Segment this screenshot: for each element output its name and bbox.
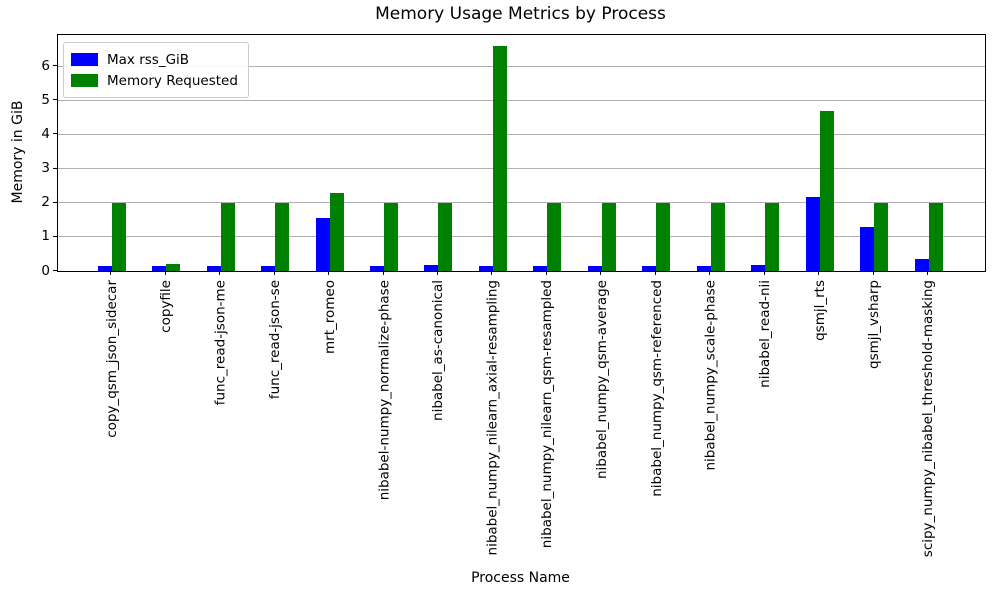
x-tick-mark [763, 271, 765, 275]
x-tick-label-text: nibabel_as-canonical [430, 280, 447, 421]
bar-memory-requested [220, 203, 235, 271]
x-tick-mark [600, 271, 602, 275]
x-tick-label-text: nibabel_numpy_scale-phase [702, 280, 719, 471]
bar-memory-requested [656, 203, 671, 271]
plot-area: Max rss_GiB Memory Requested [57, 34, 986, 272]
y-tick-mark [53, 167, 57, 169]
chart-title: Memory Usage Metrics by Process [375, 4, 666, 24]
x-tick-label-text: qsmjl_rts [811, 280, 828, 341]
y-tick-mark [53, 270, 57, 271]
x-tick-mark [164, 271, 166, 275]
y-tick-label: 3 [41, 160, 50, 177]
gridline [58, 65, 985, 67]
bar-max-rss [914, 259, 929, 271]
x-tick-mark [436, 271, 438, 275]
gridline [58, 99, 985, 101]
x-tick-mark [545, 271, 547, 275]
x-tick-mark [872, 271, 874, 275]
bar-max-rss [424, 265, 439, 271]
legend-item-max-rss: Max rss_GiB [71, 49, 238, 70]
x-tick-mark [219, 271, 221, 275]
bar-memory-requested [111, 203, 126, 271]
legend-swatch-memory-requested [71, 74, 98, 87]
y-tick-mark [53, 99, 57, 101]
bar-memory-requested [874, 203, 889, 271]
bar-max-rss [860, 226, 875, 271]
x-tick-label-text: nibabel_numpy_nilearn_qsm-resampled [539, 280, 556, 549]
x-tick-label-text: nibabel_numpy_qsm-referenced [648, 280, 665, 497]
x-tick-label-text: func_read-json-me [212, 280, 229, 406]
legend-item-memory-requested: Memory Requested [71, 70, 238, 91]
bar-max-rss [587, 266, 602, 271]
x-tick-label-text: nibabel-numpy_normalize-phase [376, 280, 392, 501]
x-tick-mark [382, 271, 384, 275]
bar-max-rss [152, 266, 167, 271]
legend-label-max-rss: Max rss_GiB [107, 51, 190, 68]
gridline [58, 133, 985, 135]
x-tick-label-text: nibabel_numpy_qsm-average [593, 280, 610, 479]
x-axis-label: Process Name [471, 570, 570, 586]
gridline [58, 202, 985, 204]
bar-memory-requested [710, 203, 725, 271]
y-tick-mark [53, 65, 57, 67]
gridline [58, 168, 985, 170]
x-tick-mark [110, 271, 112, 275]
gridline [58, 236, 985, 238]
bar-memory-requested [765, 203, 780, 271]
y-tick-mark [53, 133, 57, 135]
bar-max-rss [696, 266, 711, 271]
bar-max-rss [805, 197, 820, 271]
bar-max-rss [97, 266, 112, 271]
x-tick-label-text: nibabel_numpy_nilearn_axial-resampling [484, 280, 501, 556]
bar-max-rss [751, 265, 766, 271]
x-tick-label-text: qsmjl_vsharp [866, 280, 883, 369]
bar-memory-requested [547, 203, 562, 271]
x-tick-label-text: func_read-json-se [267, 280, 284, 400]
bar-memory-requested [384, 203, 398, 271]
bar-max-rss [315, 218, 330, 271]
bar-max-rss [478, 266, 493, 271]
x-tick-mark [654, 271, 656, 275]
y-tick-mark [53, 201, 57, 203]
y-tick-label: 1 [41, 228, 50, 245]
y-tick-mark [53, 235, 57, 237]
x-tick-mark [328, 271, 330, 275]
bar-memory-requested [438, 203, 453, 271]
bar-max-rss [370, 266, 384, 271]
y-tick-label: 4 [41, 125, 50, 142]
x-tick-label-text: scipy_numpy_nibabel_threshold-masking [920, 280, 937, 558]
legend: Max rss_GiB Memory Requested [63, 42, 249, 98]
bar-memory-requested [275, 203, 290, 271]
x-tick-mark [709, 271, 711, 275]
bar-max-rss [206, 266, 221, 271]
bar-max-rss [261, 266, 276, 271]
bar-max-rss [642, 266, 657, 271]
bar-memory-requested [928, 203, 943, 271]
bar-memory-requested [166, 264, 181, 271]
x-tick-label-text: mrt_romeo [321, 280, 338, 354]
legend-label-memory-requested: Memory Requested [107, 72, 238, 89]
y-tick-label: 0 [41, 262, 50, 279]
bar-memory-requested [329, 193, 344, 271]
x-tick-label-text: copyfile [158, 280, 175, 333]
bar-memory-requested [819, 110, 834, 271]
bar-max-rss [533, 266, 548, 271]
x-tick-mark [491, 271, 493, 275]
legend-swatch-max-rss [71, 53, 98, 66]
y-tick-label: 6 [41, 57, 50, 74]
x-tick-label-text: copy_qsm_json_sidecar [103, 280, 120, 438]
y-tick-label: 2 [41, 194, 50, 211]
bar-memory-requested [601, 203, 616, 271]
bar-memory-requested [492, 46, 507, 271]
x-tick-mark [927, 271, 929, 275]
x-tick-mark [273, 271, 275, 275]
y-tick-label: 5 [41, 91, 50, 108]
x-tick-mark [818, 271, 820, 275]
x-tick-label-text: nibabel_read-nii [757, 280, 774, 388]
